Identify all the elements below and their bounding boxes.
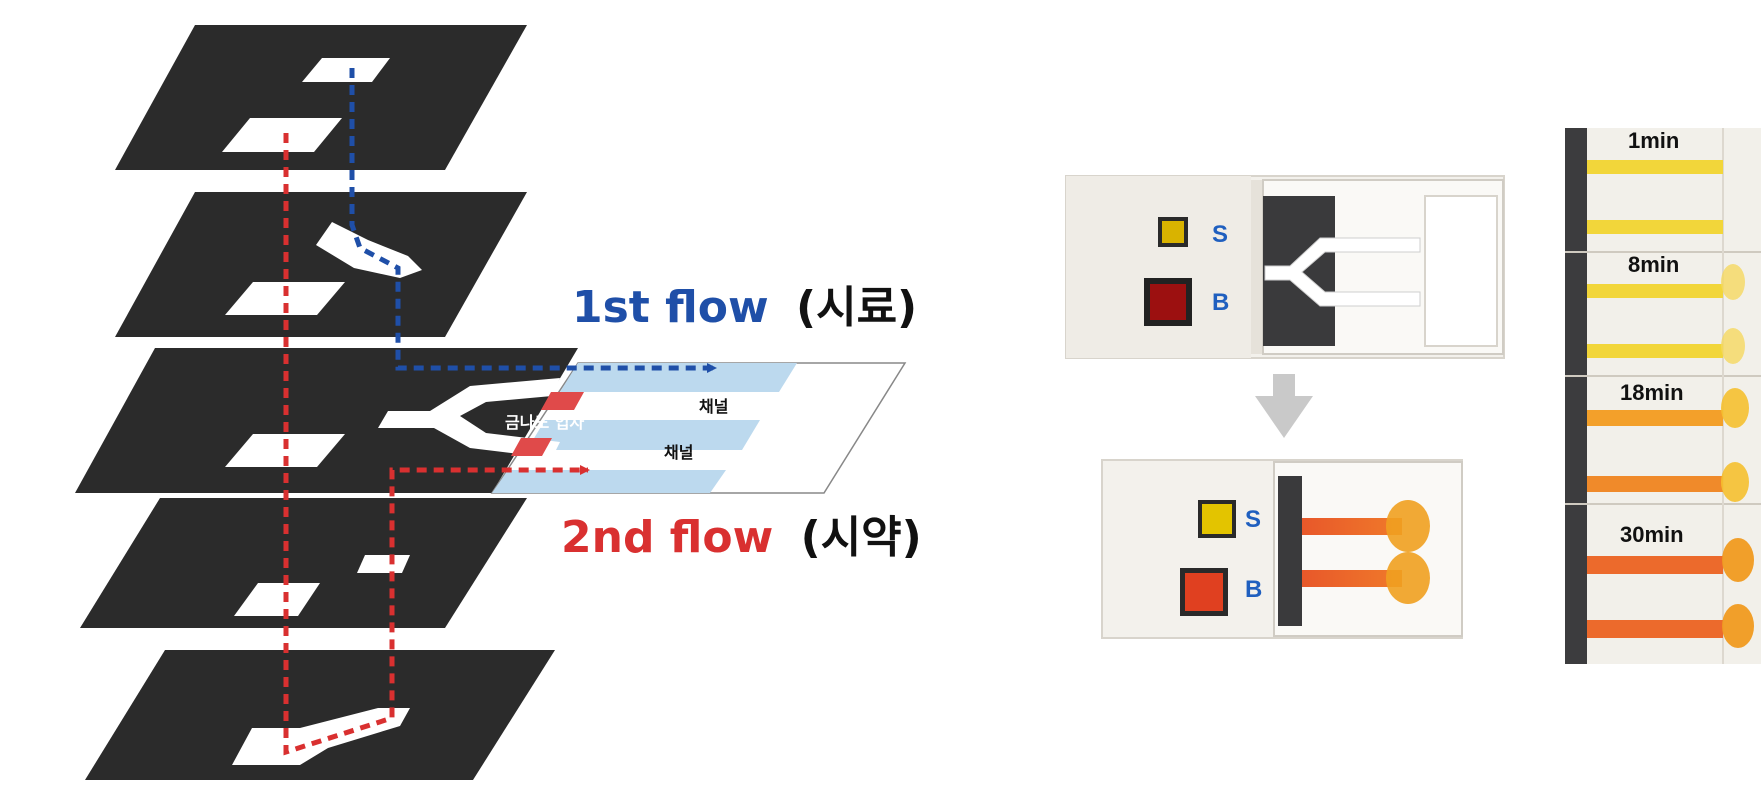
- first-flow-label: 1st flow (시료): [572, 282, 917, 333]
- sample-label-bottom: S: [1245, 506, 1261, 533]
- time-lapse-panel: 1min 8min 18min 30min: [1565, 128, 1761, 664]
- svg-text:8min: 8min: [1628, 252, 1679, 277]
- gold-nano-label: 금나노 입자: [505, 413, 584, 432]
- buffer-label-bottom: B: [1245, 576, 1262, 603]
- strip-upper-orange: [1302, 518, 1402, 535]
- layer-5: [85, 650, 555, 780]
- layer-2: [115, 192, 527, 337]
- buffer-label-top: B: [1212, 289, 1229, 316]
- nano-pad-top: [541, 392, 584, 410]
- reagent-hole-3: [225, 434, 345, 467]
- down-arrow-icon: [1255, 374, 1313, 438]
- reagent-connector-cut: [232, 708, 410, 765]
- reagent-small-hole: [357, 555, 410, 573]
- lower-channel: [492, 470, 726, 493]
- layer-3: 채널 채널 금나노 입자: [75, 348, 907, 494]
- sample-well-after: [1202, 504, 1232, 534]
- sample-label-top: S: [1212, 221, 1228, 248]
- buffer-well-after: [1185, 573, 1223, 611]
- device-photo-after: S B: [1101, 459, 1463, 639]
- sample-well-yellow: [1162, 221, 1184, 243]
- step-8min: 8min: [1587, 252, 1745, 364]
- y-shaped-strip: [1264, 237, 1421, 307]
- layer-1: [115, 25, 527, 170]
- svg-text:18min: 18min: [1620, 380, 1684, 405]
- layer-4: [80, 498, 527, 628]
- reagent-hole-2: [225, 282, 345, 315]
- device-photo-before: S B: [1065, 175, 1505, 359]
- buffer-well-red: [1150, 284, 1186, 320]
- channel-label-top: 채널: [699, 397, 728, 416]
- y-channel-cut: [378, 378, 560, 458]
- sample-inlet-hole: [302, 58, 390, 82]
- step-1min: 1min: [1587, 128, 1723, 234]
- reagent-inlet-hole: [222, 118, 342, 152]
- first-flow-path: [349, 68, 717, 373]
- step-18min: 18min: [1587, 380, 1749, 502]
- reagent-hole-4: [234, 583, 320, 616]
- second-flow-path: [283, 133, 590, 756]
- nano-pad-bottom: [511, 438, 552, 456]
- strip-lower-orange: [1302, 570, 1402, 587]
- svg-text:1min: 1min: [1628, 128, 1679, 153]
- second-flow-label: 2nd flow (시약): [561, 512, 922, 563]
- layer-stack-diagram: 채널 채널 금나노 입자 1st flow (시료) 2nd: [75, 25, 922, 780]
- channel-label-bottom: 채널: [664, 443, 693, 462]
- svg-text:30min: 30min: [1620, 522, 1684, 547]
- step-30min: 30min: [1587, 522, 1754, 648]
